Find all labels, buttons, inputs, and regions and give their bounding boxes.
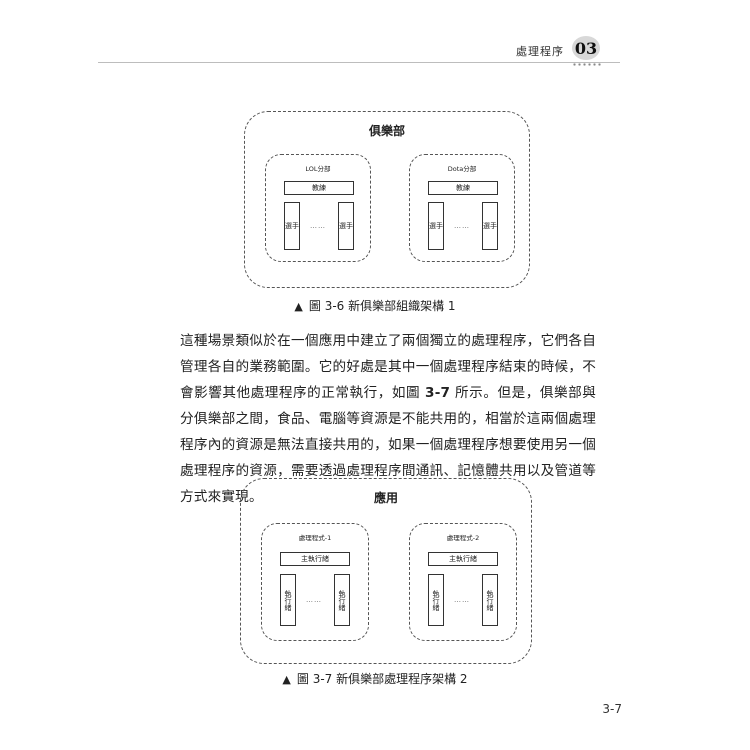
main-thread-label: 主執行緒	[449, 555, 477, 563]
figure-reference: 3-7	[425, 385, 451, 401]
figure1-caption: ▲ 圖 3-6 新俱樂部組織架構 1	[0, 297, 750, 314]
player-box-right: 選手	[482, 202, 498, 250]
chapter-title: 處理程序	[516, 45, 564, 58]
figure1-right-group-title: Dota分部	[447, 165, 477, 173]
figure2-left-group-title: 處理程式-1	[298, 534, 332, 542]
triangle-marker-icon: ▲	[294, 300, 303, 313]
triangle-marker-icon: ▲	[282, 673, 291, 686]
player-box-right: 選手	[338, 202, 354, 250]
ellipsis: ……	[306, 596, 322, 604]
ellipsis: ……	[310, 222, 326, 230]
thread-box-label: 執行緒	[486, 589, 494, 611]
chapter-number-badge: 03	[572, 36, 600, 60]
player-box-label: 選手	[429, 222, 443, 230]
player-box-label: 選手	[339, 222, 353, 230]
player-box-label: 選手	[285, 222, 299, 230]
coach-box: 教練	[428, 181, 498, 195]
thread-box-left: 執行緒	[280, 574, 296, 626]
ellipsis: ……	[454, 222, 470, 230]
page-number: 3-7	[602, 702, 622, 716]
header-rule	[98, 62, 620, 63]
figure1-left-group: LOL分部 教練 選手 …… 選手	[265, 154, 371, 262]
ellipsis: ……	[454, 596, 470, 604]
main-thread-box: 主執行緒	[428, 552, 498, 566]
figure1-diagram: 俱樂部 LOL分部 教練 選手 …… 選手 Dota分部 教練 選手 …… 選手	[244, 111, 530, 288]
figure2-left-group: 處理程式-1 主執行緒 執行緒 …… 執行緒	[261, 523, 369, 641]
thread-box-right: 執行緒	[334, 574, 350, 626]
header-dots	[572, 63, 602, 66]
figure2-diagram: 應用 處理程式-1 主執行緒 執行緒 …… 執行緒 處理程式-2 主執行緒 執行…	[240, 478, 532, 664]
coach-box: 教練	[284, 181, 354, 195]
player-box-left: 選手	[428, 202, 444, 250]
main-thread-label: 主執行緒	[301, 555, 329, 563]
figure1-right-group: Dota分部 教練 選手 …… 選手	[409, 154, 515, 262]
figure2-outer-title: 應用	[373, 491, 398, 505]
figure1-left-group-title: LOL分部	[305, 165, 331, 173]
thread-box-right: 執行緒	[482, 574, 498, 626]
thread-box-label: 執行緒	[432, 589, 440, 611]
paragraph-part2: 所示。但是，俱樂部與分俱樂部之間，食品、電腦等資源是不能共用的，相當於這兩個處理…	[180, 385, 596, 505]
thread-box-label: 執行緒	[284, 589, 292, 611]
player-box-label: 選手	[483, 222, 497, 230]
coach-box-label: 教練	[312, 184, 326, 192]
body-paragraph: 這種場景類似於在一個應用中建立了兩個獨立的處理程序，它們各自管理各自的業務範圍。…	[180, 328, 596, 510]
paragraph-part1: 這種場景類似於在一個應用中建立了兩個獨立的處理程序，它們各自管理各自的業務範圍。…	[180, 333, 596, 401]
figure2-caption-text: 圖 3-7 新俱樂部處理程序架構 2	[296, 672, 468, 686]
coach-box-label: 教練	[456, 184, 470, 192]
player-box-left: 選手	[284, 202, 300, 250]
figure2-right-group: 處理程式-2 主執行緒 執行緒 …… 執行緒	[409, 523, 517, 641]
thread-box-left: 執行緒	[428, 574, 444, 626]
thread-box-label: 執行緒	[338, 589, 346, 611]
figure2-caption: ▲ 圖 3-7 新俱樂部處理程序架構 2	[0, 670, 750, 687]
figure1-outer-title: 俱樂部	[368, 124, 405, 138]
main-thread-box: 主執行緒	[280, 552, 350, 566]
figure1-caption-text: 圖 3-6 新俱樂部組織架構 1	[308, 299, 456, 313]
figure2-right-group-title: 處理程式-2	[446, 534, 480, 542]
